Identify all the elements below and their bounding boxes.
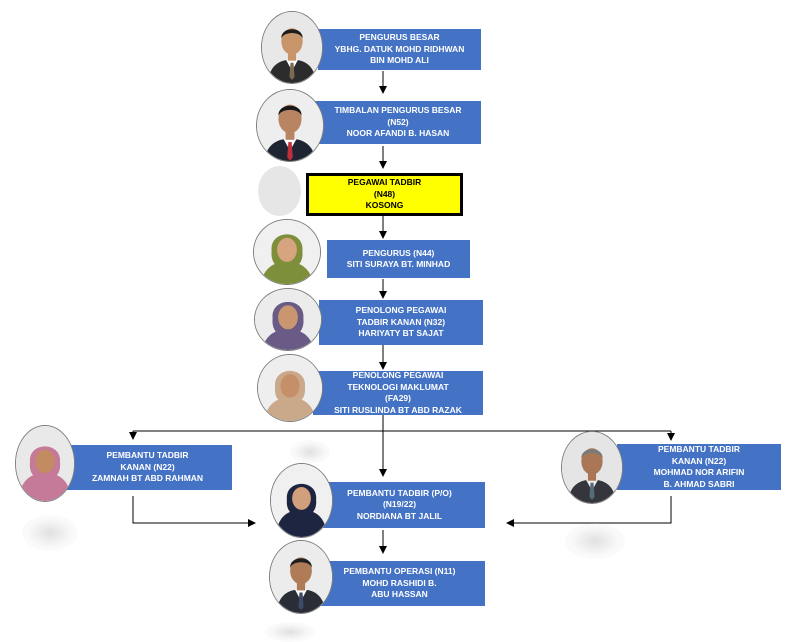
- box-text-line: TIMBALAN PENGURUS BESAR: [334, 105, 462, 116]
- box-text-line: BIN MOHD ALI: [370, 55, 429, 66]
- box-text-line: HARIYATY BT SAJAT: [358, 328, 444, 339]
- box-text-line: KANAN (N22): [671, 455, 727, 466]
- box-text-line: PENGURUS (N44): [362, 247, 435, 258]
- box-text-line: ABU HASSAN: [371, 589, 428, 600]
- box-text-line: MOHMAD NOR ARIFIN: [653, 467, 745, 477]
- arrow-left-to-po: [132, 496, 256, 527]
- photo-shadow: [565, 523, 625, 559]
- box-text-line: PEGAWAI TADBIR: [347, 177, 422, 188]
- box-text-line: KOSONG: [365, 200, 404, 211]
- photo-penolong-pegawai-tadbir-kanan: [254, 288, 322, 351]
- photo-shadow: [290, 440, 330, 464]
- photo-pembantu-tadbir-kanan-kiri: [15, 425, 75, 502]
- photo-pengurus-besar: [261, 11, 323, 84]
- box-text-line: KANAN (N22): [120, 461, 175, 472]
- box-text-line: B. AHMAD SABRI: [663, 478, 735, 489]
- box-pegawai-tadbir: PEGAWAI TADBIR(N48)KOSONG: [306, 173, 463, 216]
- portrait-illustration: [270, 541, 332, 613]
- box-text-line: PENGURUS BESAR: [359, 32, 440, 43]
- portrait-illustration: [255, 289, 321, 350]
- box-text-line: PEMBANTU TADBIR (P/O): [347, 487, 452, 498]
- box-text-line: NOOR AFANDI B. HASAN: [346, 128, 450, 139]
- box-text-line: PEMBANTU TADBIR: [106, 450, 189, 461]
- portrait-illustration: [254, 220, 320, 284]
- box-text-line: TEKNOLOGI MAKLUMAT: [347, 381, 449, 392]
- photo-pegawai-tadbir-vacant: [258, 166, 301, 216]
- photo-timbalan-pengurus-besar: [256, 89, 324, 162]
- box-text-line: SITI RUSLINDA BT ABD RAZAK: [334, 404, 462, 415]
- photo-pembantu-tadbir-kanan-kanan: [561, 431, 623, 504]
- box-text-line: (N52): [387, 116, 409, 127]
- box-text-line: PEMBANTU OPERASI (N11): [343, 566, 456, 577]
- portrait-illustration: [257, 90, 323, 161]
- box-text-line: ZAMNAH BT ABD RAHMAN: [91, 473, 204, 484]
- box-pengurus: PENGURUS (N44)SITI SURAYA BT. MINHAD: [327, 240, 470, 278]
- photo-shadow: [22, 515, 78, 551]
- arrow-right-to-po: [506, 496, 672, 527]
- box-text-line: (N19/22): [382, 499, 417, 510]
- box-pembantu-operasi: PEMBANTU OPERASI (N11)MOHD RASHIDI B.ABU…: [314, 561, 485, 606]
- photo-pembantu-operasi: [269, 540, 333, 614]
- photo-pengurus: [253, 219, 321, 285]
- box-text-line: (N48): [373, 188, 396, 199]
- portrait-illustration: [562, 432, 622, 503]
- box-text-line: SITI SURAYA BT. MINHAD: [346, 259, 451, 269]
- box-text-line: TADBIR KANAN (N32): [356, 316, 446, 327]
- photo-pembantu-tadbir-po: [270, 463, 333, 538]
- portrait-illustration: [271, 464, 332, 537]
- box-text-line: PEMBANTU TADBIR: [657, 444, 740, 454]
- box-pembantu-tadbir-po: PEMBANTU TADBIR (P/O)(N19/22)NORDIANA BT…: [314, 482, 485, 528]
- box-text-line: PENOLONG PEGAWAI: [352, 370, 444, 380]
- box-timbalan-pengurus-besar: TIMBALAN PENGURUS BESAR(N52)NOOR AFANDI …: [315, 101, 481, 144]
- box-text-line: PENOLONG PEGAWAI: [355, 305, 447, 316]
- box-text-line: (FA29): [385, 393, 411, 403]
- portrait-illustration: [262, 12, 322, 83]
- photo-penolong-pegawai-teknologi: [257, 354, 323, 422]
- box-text-line: NORDIANA BT JALIL: [356, 510, 443, 521]
- photo-shadow: [265, 622, 315, 642]
- portrait-illustration: [258, 355, 322, 421]
- box-text-line: YBHG. DATUK MOHD RIDHWAN: [334, 43, 465, 54]
- portrait-illustration: [16, 426, 74, 501]
- box-text-line: MOHD RASHIDI B.: [362, 577, 437, 588]
